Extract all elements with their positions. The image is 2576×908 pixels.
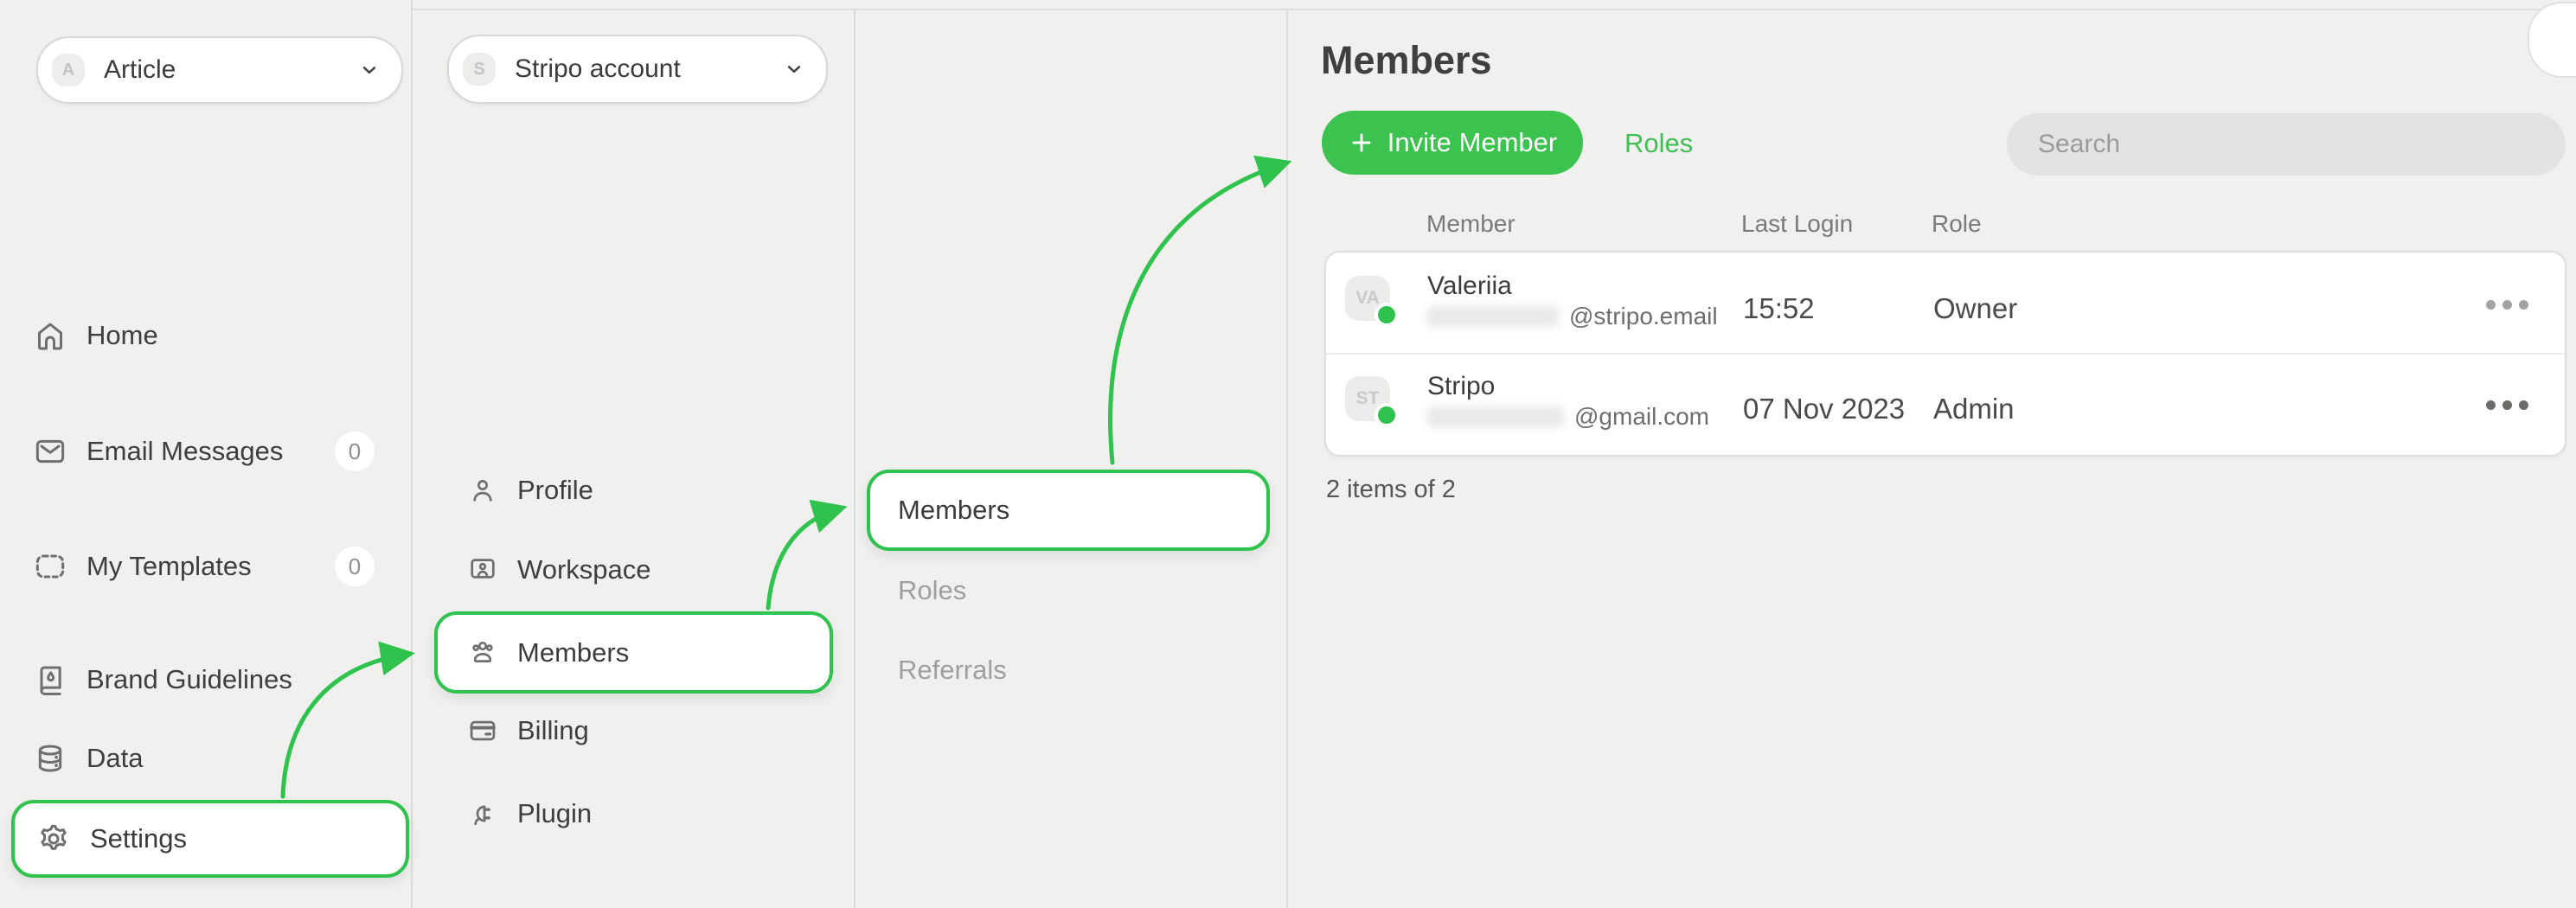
- workspace-avatar: A: [52, 54, 85, 86]
- row-divider: [1326, 353, 2565, 355]
- workspace-switcher[interactable]: A Article: [36, 36, 403, 104]
- settings-nav-roles[interactable]: Roles: [898, 565, 966, 617]
- ellipsis-dot: [2502, 299, 2512, 310]
- redacted-email-blur: [1427, 406, 1564, 427]
- sidebar-item-data[interactable]: Data: [33, 731, 143, 786]
- settings-nav-members[interactable]: Members: [867, 470, 1270, 551]
- plugin-icon: [467, 798, 498, 829]
- settings-nav-label: Members: [898, 495, 1010, 525]
- sidebar-item-home[interactable]: Home: [33, 308, 158, 363]
- sidebar-item-my-templates[interactable]: My Templates: [33, 539, 252, 594]
- row-actions-menu-button[interactable]: [2486, 394, 2528, 415]
- ellipsis-dot: [2519, 400, 2528, 410]
- redacted-email-blur: [1427, 306, 1559, 327]
- collapsed-widget-button[interactable]: [2528, 2, 2576, 78]
- account-switcher-label: Stripo account: [515, 54, 681, 83]
- invite-member-button[interactable]: Invite Member: [1322, 111, 1583, 175]
- table-header-role: Role: [1932, 210, 1982, 237]
- arrow-members-to-members-sub: [766, 499, 848, 611]
- ellipsis-dot: [2502, 400, 2512, 410]
- my-templates-count-badge: 0: [335, 547, 375, 586]
- settings-nav-referrals[interactable]: Referrals: [898, 644, 1007, 696]
- sidebar-item-label: Brand Guidelines: [87, 664, 292, 694]
- page-title: Members: [1321, 38, 1492, 82]
- sidebar-item-label: Data: [87, 743, 144, 773]
- member-name: Valeriia: [1427, 272, 1512, 300]
- brand-guidelines-icon: [33, 662, 67, 697]
- ellipsis-dot: [2486, 400, 2496, 410]
- account-switcher[interactable]: S Stripo account: [447, 35, 828, 104]
- profile-icon: [467, 475, 498, 506]
- row-actions-menu-button[interactable]: [2486, 294, 2528, 315]
- arrow-settings-to-members: [280, 641, 415, 799]
- online-status-dot: [1375, 403, 1399, 427]
- templates-icon: [33, 549, 67, 584]
- ellipsis-dot: [2519, 299, 2528, 310]
- account-nav-label: Billing: [517, 715, 589, 745]
- member-role: Admin: [1933, 393, 2015, 425]
- online-status-dot: [1375, 303, 1399, 327]
- table-header-last-login: Last Login: [1741, 210, 1854, 237]
- account-nav-label: Profile: [517, 475, 593, 505]
- sidebar-item-label: My Templates: [87, 551, 252, 581]
- account-nav-plugin[interactable]: Plugin: [467, 786, 592, 841]
- member-email: @stripo.email: [1427, 303, 1718, 330]
- billing-icon: [467, 715, 498, 746]
- plus-icon: [1348, 129, 1375, 157]
- chevron-down-icon: [358, 59, 381, 81]
- account-nav-workspace[interactable]: Workspace: [467, 542, 651, 598]
- sidebar-item-brand-guidelines[interactable]: Brand Guidelines: [33, 652, 292, 707]
- roles-link[interactable]: Roles: [1624, 128, 1694, 158]
- sidebar-item-settings[interactable]: Settings: [11, 800, 409, 878]
- invite-member-label: Invite Member: [1387, 127, 1558, 157]
- members-icon: [467, 637, 498, 668]
- home-icon: [33, 318, 67, 353]
- member-last-login: 15:52: [1743, 292, 1815, 324]
- divider-sidebar: [411, 0, 413, 908]
- items-count-summary: 2 items of 2: [1326, 476, 1456, 503]
- settings-nav-label: Roles: [898, 575, 967, 605]
- workspace-switcher-label: Article: [104, 55, 176, 84]
- member-email: @gmail.com: [1427, 403, 1709, 431]
- sidebar-item-label: Email Messages: [87, 436, 284, 466]
- divider-account-panel: [854, 9, 855, 908]
- search-box: [2007, 113, 2566, 176]
- settings-nav-label: Referrals: [898, 655, 1007, 685]
- email-suffix: @gmail.com: [1574, 403, 1710, 430]
- sidebar-item-label: Home: [87, 320, 158, 350]
- member-role: Owner: [1933, 292, 2018, 324]
- ellipsis-dot: [2486, 299, 2496, 310]
- gear-icon: [36, 822, 71, 856]
- account-nav-label: Members: [517, 636, 630, 668]
- sidebar-item-label: Settings: [90, 823, 188, 854]
- divider-top: [411, 9, 2576, 10]
- account-avatar: S: [463, 53, 496, 86]
- account-nav-billing[interactable]: Billing: [467, 703, 589, 758]
- account-nav-profile[interactable]: Profile: [467, 463, 593, 518]
- database-icon: [33, 741, 67, 776]
- email-suffix: @stripo.email: [1569, 303, 1718, 329]
- member-last-login: 07 Nov 2023: [1743, 393, 1906, 425]
- workspace-icon: [467, 554, 498, 585]
- search-input[interactable]: [2007, 113, 2566, 176]
- email-messages-count-badge: 0: [335, 432, 375, 471]
- members-table: VA Valeriia @stripo.email 15:52 Owner ST…: [1324, 251, 2566, 457]
- mail-icon: [33, 434, 67, 469]
- arrow-members-sub-to-invite: [1108, 155, 1292, 465]
- table-header-member: Member: [1426, 210, 1515, 237]
- member-name: Stripo: [1427, 372, 1496, 400]
- chevron-down-icon: [783, 58, 805, 80]
- account-nav-label: Workspace: [517, 554, 651, 585]
- account-nav-label: Plugin: [517, 798, 593, 828]
- sidebar-item-email-messages[interactable]: Email Messages: [33, 424, 283, 479]
- divider-settings-nav: [1286, 9, 1288, 908]
- account-nav-members[interactable]: Members: [434, 611, 833, 694]
